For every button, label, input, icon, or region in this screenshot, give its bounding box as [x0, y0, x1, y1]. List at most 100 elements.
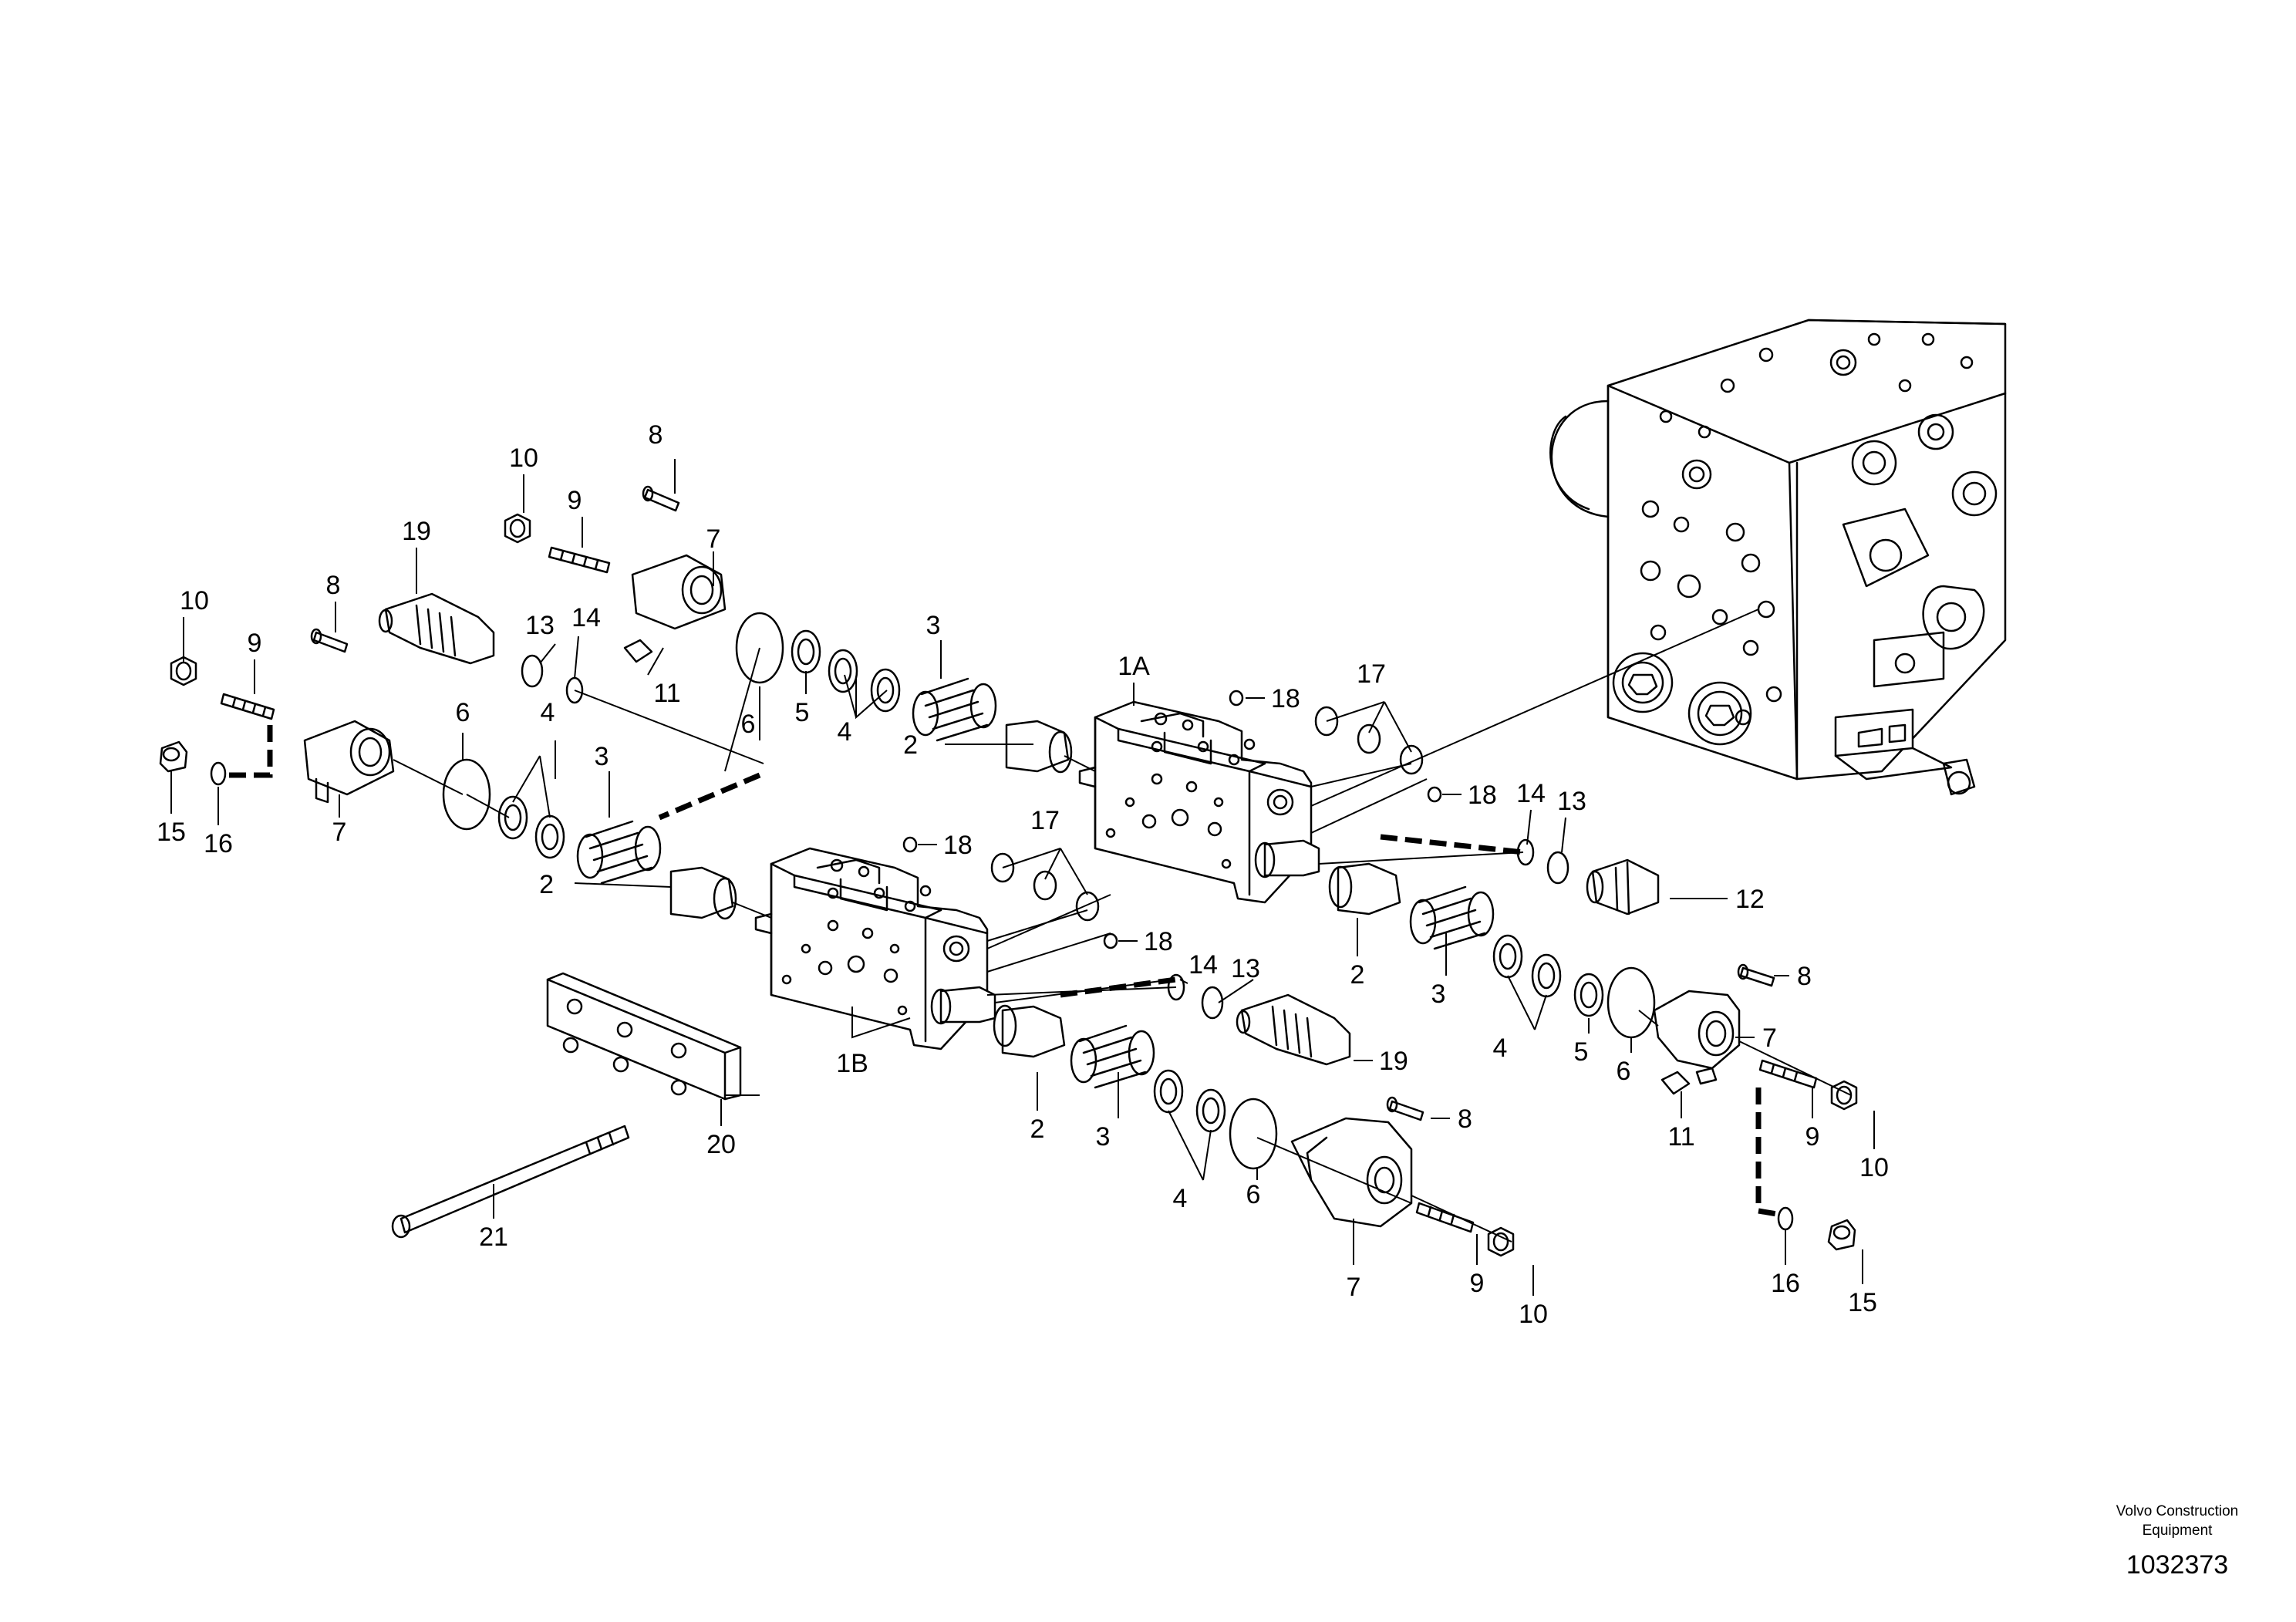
callout-16: 16: [204, 829, 233, 858]
callout-18: 18: [1144, 927, 1173, 956]
oring-18-c: [902, 836, 918, 853]
oring-16-b: [1777, 1206, 1794, 1231]
nut-10-c: [1830, 1080, 1858, 1111]
tie-rod-21: [391, 1125, 630, 1239]
callout-19: 19: [402, 517, 431, 546]
oring-6-a: [735, 612, 784, 684]
callout-5: 5: [1574, 1037, 1589, 1067]
ring-4-d2: [1195, 1088, 1226, 1133]
solenoid-valve-19-upper: [378, 592, 495, 665]
callout-8: 8: [649, 420, 663, 450]
oring-6-c: [1607, 966, 1656, 1039]
callout-8: 8: [326, 571, 341, 600]
callout-3: 3: [1431, 980, 1446, 1009]
callout-6: 6: [741, 710, 756, 739]
ring-4-c1: [1492, 934, 1523, 979]
screw-8-b: [642, 485, 680, 512]
callout-9: 9: [1805, 1122, 1820, 1152]
callout-18: 18: [1271, 684, 1300, 713]
brand-line-2: Equipment: [2143, 1523, 2213, 1539]
valve-section-1B: [754, 847, 996, 1050]
callout-12: 12: [1735, 885, 1765, 914]
stud-9-d: [1415, 1202, 1475, 1233]
callout-17: 17: [1357, 659, 1386, 689]
ring-4-c2: [1531, 953, 1562, 998]
oring-18-d: [1103, 932, 1118, 949]
stud-9-c: [1758, 1059, 1818, 1089]
callout-18: 18: [1468, 781, 1497, 810]
pilot-cap-7-right-lower: [1290, 1117, 1413, 1228]
screw-8-c: [1737, 963, 1775, 987]
spring-3-upper: [912, 677, 997, 742]
spool-2-d: [993, 1004, 1066, 1058]
spring-3-c: [1409, 885, 1495, 950]
callout-14: 14: [571, 603, 601, 632]
callout-16: 16: [1771, 1269, 1800, 1298]
callout-6: 6: [456, 698, 470, 727]
oring-13-c: [1201, 986, 1224, 1020]
callout-3: 3: [1096, 1122, 1111, 1152]
callout-2: 2: [1350, 960, 1365, 990]
callout-10: 10: [509, 443, 538, 473]
callout-9: 9: [568, 486, 582, 515]
ring-4-b2: [534, 814, 565, 859]
brand-line-1: Volvo Construction: [2116, 1503, 2238, 1519]
oring-16-a: [210, 761, 227, 786]
callout-8: 8: [1458, 1104, 1472, 1134]
screw-8-d: [1386, 1096, 1424, 1121]
plug-12: [1586, 858, 1660, 916]
oring-13-b: [1546, 851, 1569, 885]
callout-7: 7: [1347, 1273, 1361, 1302]
callout-10: 10: [180, 586, 209, 615]
callout-4: 4: [838, 717, 852, 747]
callout-17: 17: [1030, 806, 1060, 835]
stud-9-b: [548, 546, 611, 574]
plug-15-a: [159, 740, 188, 773]
callout-1B: 1B: [836, 1049, 868, 1078]
spool-2-b: [669, 866, 737, 920]
callout-18: 18: [943, 831, 973, 860]
callout-15: 15: [1848, 1288, 1877, 1317]
callout-3: 3: [595, 742, 609, 771]
callout-15: 15: [157, 818, 186, 847]
end-plate-20: [546, 972, 742, 1101]
callout-2: 2: [539, 870, 554, 899]
callout-7: 7: [1762, 1023, 1777, 1053]
oring-18-a: [1229, 690, 1244, 706]
oring-13-a: [521, 654, 544, 688]
callout-20: 20: [706, 1130, 736, 1159]
ring-5-b: [1573, 973, 1604, 1017]
callout-19: 19: [1379, 1047, 1408, 1076]
callout-2: 2: [1030, 1114, 1045, 1144]
callout-11: 11: [653, 679, 680, 708]
ring-4-b1: [497, 795, 528, 840]
spring-3-b: [576, 820, 662, 885]
figure-number: 1032373: [2126, 1550, 2228, 1580]
spool-2-c: [1328, 862, 1401, 916]
callout-13: 13: [525, 611, 555, 640]
ring-5-a: [791, 629, 821, 674]
callout-4: 4: [1493, 1034, 1508, 1063]
callout-4: 4: [541, 698, 555, 727]
callout-1A: 1A: [1118, 652, 1150, 681]
callout-14: 14: [1188, 950, 1218, 980]
spool-2-upper: [1005, 720, 1073, 774]
callout-9: 9: [248, 629, 262, 658]
assembly-lines: [224, 609, 1852, 1243]
callout-21: 21: [479, 1222, 508, 1252]
callout-11: 11: [1667, 1122, 1694, 1152]
callout-5: 5: [795, 698, 810, 727]
callout-13: 13: [1231, 954, 1260, 983]
solenoid-valve-19-lower: [1236, 993, 1351, 1066]
callout-labels: 1A 1B 2 2 2 2 3 3 3 3 4 4 4 4 5 5 6 6 6 …: [157, 420, 1889, 1329]
callout-7: 7: [706, 524, 721, 554]
orings-17-A: [1314, 706, 1424, 775]
callout-10: 10: [1519, 1300, 1548, 1329]
ring-4-a1: [828, 649, 858, 693]
screw-8-a: [310, 628, 349, 653]
callout-9: 9: [1470, 1269, 1485, 1298]
nut-10-b: [504, 513, 531, 544]
nut-10-d: [1487, 1226, 1515, 1257]
plug-11-b: [1660, 1071, 1691, 1095]
